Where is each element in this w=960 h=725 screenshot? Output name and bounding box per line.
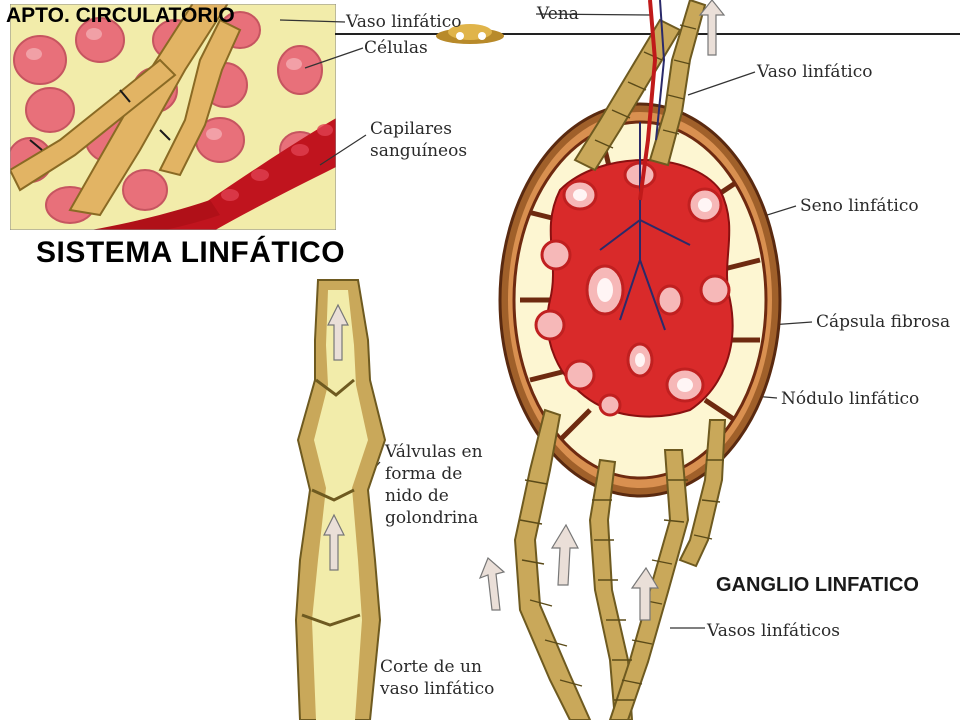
label-celulas: Células <box>364 38 428 58</box>
label-vasos-linfaticos: Vasos linfáticos <box>707 621 840 641</box>
lymph-nodules <box>534 161 731 417</box>
label-vena: Vena <box>537 4 579 24</box>
label-corte-vaso: Corte de un vaso linfático <box>380 657 495 699</box>
header-title: APTO. CIRCULATORIO <box>6 4 235 27</box>
label-capilares: Capilares sanguíneos <box>370 119 468 161</box>
label-nodulo-linfatico: Nódulo linfático <box>781 389 920 409</box>
tissue-detail-panel <box>10 4 336 230</box>
blood-capillaries <box>90 118 336 230</box>
flow-arrows <box>478 0 726 621</box>
lymph-capillaries <box>10 4 242 217</box>
label-seno-linfatico: Seno linfático <box>800 196 919 216</box>
label-vaso-linfatico-top: Vaso linfático <box>346 12 462 32</box>
vessel-valves <box>519 24 724 701</box>
label-capsula-fibrosa: Cápsula fibrosa <box>816 312 951 332</box>
vein <box>638 0 666 201</box>
lymph-node <box>498 102 782 498</box>
label-vaso-linfatico-right: Vaso linfático <box>757 62 873 82</box>
label-valvulas: Válvulas en forma de nido de golondrina <box>385 442 483 528</box>
vessel-cross-section <box>294 279 387 721</box>
main-title: SISTEMA LINFÁTICO <box>36 236 346 269</box>
node-title: GANGLIO LINFATICO <box>716 574 919 596</box>
logo-icon <box>436 24 504 44</box>
